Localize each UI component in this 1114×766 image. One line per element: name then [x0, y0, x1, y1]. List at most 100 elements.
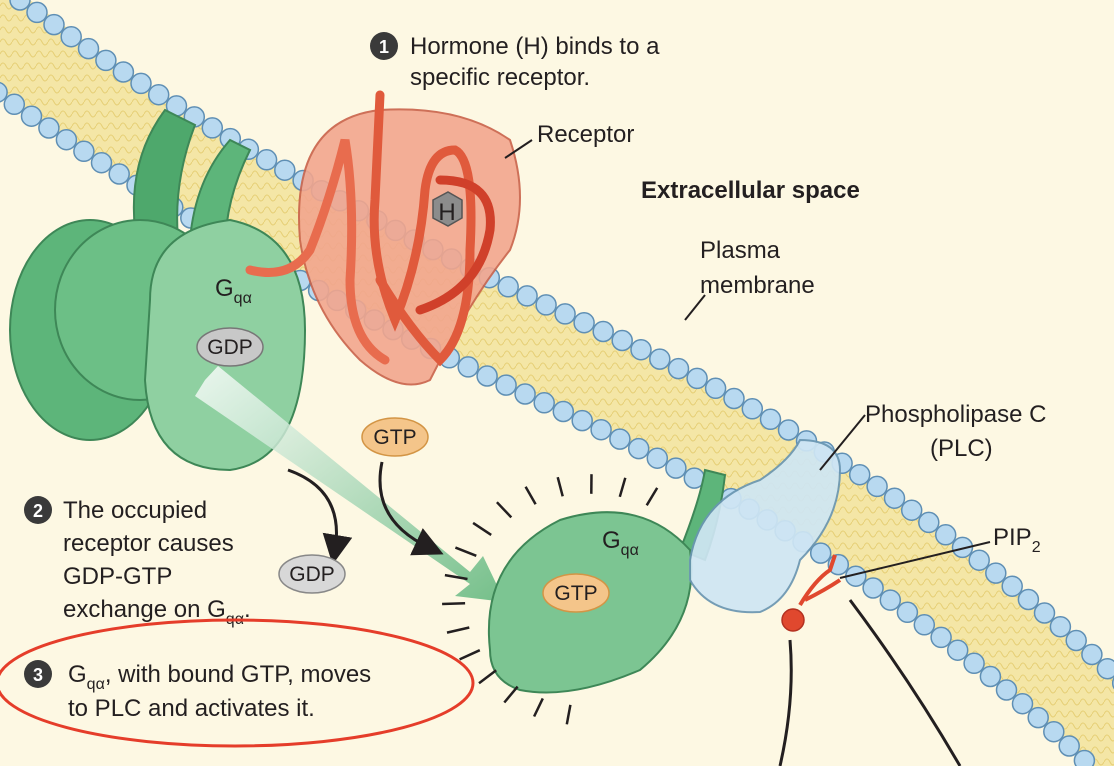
membrane-bead	[274, 159, 296, 181]
membrane-bead	[900, 499, 923, 521]
membrane-bead	[809, 542, 832, 564]
membrane-bead	[108, 163, 130, 185]
plc-label-line1: Phospholipase C	[865, 401, 1046, 428]
activation-dash	[442, 602, 466, 606]
step-3: 3 Gqα, with bound GTP, moves to PLC and …	[24, 660, 371, 722]
membrane-bead	[930, 626, 952, 649]
activation-dash	[454, 546, 477, 557]
membrane-bead	[95, 49, 117, 72]
gtp-binding-arrow	[378, 461, 444, 556]
membrane-bead	[1096, 657, 1114, 680]
svg-text:3: 3	[33, 665, 43, 685]
activation-dash	[444, 573, 468, 581]
membrane-bead	[43, 13, 65, 36]
membrane-bead	[0, 81, 8, 103]
membrane-bead	[55, 128, 78, 151]
membrane-bead	[918, 511, 940, 534]
membrane-bead	[552, 400, 575, 423]
membrane-bead	[592, 320, 614, 343]
svg-text:2: 2	[33, 501, 43, 521]
membrane-bead	[1001, 575, 1023, 597]
svg-text:to PLC and activates it.: to PLC and activates it.	[68, 695, 315, 722]
membrane-bead	[667, 357, 690, 380]
membrane-bead	[883, 487, 906, 509]
membrane-bead	[20, 105, 43, 127]
gdp-bound-pill: GDP	[196, 327, 264, 367]
membrane-bead	[934, 524, 957, 546]
membrane-bead	[879, 589, 902, 611]
membrane-bead	[255, 149, 278, 171]
membrane-bead	[686, 367, 708, 390]
svg-text:Gqα, with bound GTP, moves: Gqα, with bound GTP, moves	[68, 661, 371, 693]
membrane-bead	[90, 151, 113, 174]
membrane-bead	[26, 1, 48, 24]
pathway-line-1	[778, 639, 793, 766]
svg-text:GDP: GDP	[207, 336, 253, 359]
receptor-leader	[504, 139, 533, 159]
svg-text:specific receptor.: specific receptor.	[410, 64, 590, 91]
gq-label-inactive: Gqα	[215, 275, 252, 307]
activation-dash	[556, 476, 564, 497]
membrane-bead	[457, 356, 479, 378]
step-1: 1 Hormone (H) binds to a specific recept…	[370, 32, 660, 91]
membrane-bead	[946, 639, 969, 661]
gtp-free-pill: GTP	[361, 417, 429, 457]
membrane-bead	[130, 72, 152, 95]
membrane-bead	[495, 374, 517, 396]
svg-text:GTP: GTP	[373, 426, 416, 449]
membrane-bead	[1017, 588, 1040, 611]
svg-text:Hormone (H) binds to a: Hormone (H) binds to a	[410, 33, 660, 60]
membrane-bead	[1027, 706, 1049, 729]
movement-arrow	[195, 366, 505, 602]
activation-dash	[503, 685, 519, 704]
membrane-bead	[201, 117, 224, 139]
activation-dash	[618, 477, 627, 498]
svg-text:GDP: GDP	[289, 563, 335, 586]
membrane-bead	[147, 83, 170, 106]
membrane-bead	[979, 665, 1002, 688]
membrane-bead	[1065, 629, 1087, 652]
membrane-bead	[3, 93, 26, 116]
plasma-leader	[684, 294, 706, 321]
membrane-bead	[862, 577, 884, 599]
membrane-bead	[535, 294, 557, 316]
membrane-bead	[38, 117, 60, 139]
membrane-bead	[627, 437, 650, 460]
membrane-bead	[516, 285, 538, 307]
membrane-bead	[1011, 692, 1034, 715]
membrane-bead	[514, 383, 536, 405]
phospholipase-c	[689, 438, 842, 614]
activation-dash	[532, 697, 544, 718]
membrane-bead	[1043, 720, 1065, 743]
membrane-bead	[571, 409, 593, 432]
membrane-bead	[611, 329, 633, 352]
plc-label-line2: (PLC)	[930, 435, 993, 462]
membrane-bead	[1049, 615, 1072, 638]
membrane-bead	[995, 679, 1018, 701]
membrane-bead	[896, 601, 919, 624]
membrane-bead	[1033, 602, 1056, 624]
membrane-bead	[497, 276, 519, 298]
membrane-bead	[951, 536, 974, 559]
membrane-bead	[704, 377, 727, 400]
membrane-bead	[723, 387, 745, 410]
membrane-bead	[649, 348, 671, 370]
svg-text:GTP: GTP	[554, 582, 597, 605]
activation-dash	[446, 626, 470, 634]
gdp-released-pill: GDP	[278, 554, 346, 594]
svg-text:The occupied: The occupied	[63, 497, 207, 524]
hormone-h: H	[432, 191, 463, 227]
membrane-bead	[741, 398, 764, 420]
hormone-label: H	[438, 199, 455, 226]
activation-dash	[524, 486, 537, 505]
activation-dash	[645, 487, 659, 506]
membrane-bead	[590, 418, 612, 441]
membrane-bead	[533, 392, 555, 414]
pathway-line-2	[848, 599, 962, 766]
pip2-leader	[839, 541, 991, 579]
membrane-bead	[630, 338, 652, 361]
membrane-bead	[112, 61, 135, 83]
